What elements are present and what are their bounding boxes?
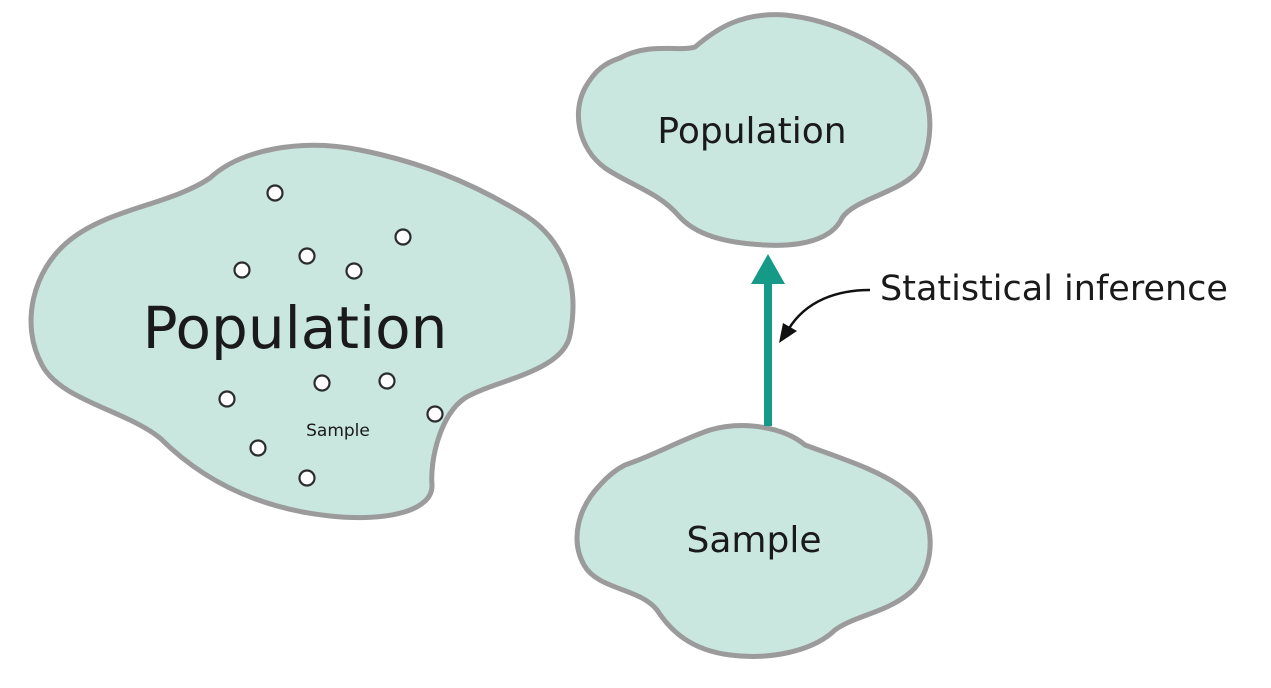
sample-point [345,262,363,280]
right-population-label: Population [657,111,846,152]
inference-label: Statistical inference [880,269,1228,309]
sample-point [298,247,316,265]
sample-point [378,372,396,390]
right-population-group: Population [575,12,933,248]
left-population-group: Population Sample [28,142,576,521]
left-sample-label: Sample [306,421,370,441]
right-sample-group: Sample [574,423,933,659]
left-population-blob [28,142,576,521]
inference-arrow-shaft [764,282,772,426]
sample-point [218,390,236,408]
right-sample-label: Sample [687,520,822,561]
sample-point [266,184,284,202]
callout-curve [786,288,871,331]
inference-arrowhead [751,254,785,284]
left-population-label: Population [143,294,448,362]
inference-arrow [751,254,785,426]
sample-point [233,261,251,279]
sample-point [313,374,331,392]
sample-point [249,439,267,457]
sample-point [298,469,316,487]
right-population-blob [575,12,933,248]
sample-point [394,228,412,246]
callout-pointer [779,288,871,343]
callout-arrowhead [779,323,797,343]
right-sample-blob [574,423,933,659]
sample-points [218,184,444,487]
sample-point [426,405,444,423]
